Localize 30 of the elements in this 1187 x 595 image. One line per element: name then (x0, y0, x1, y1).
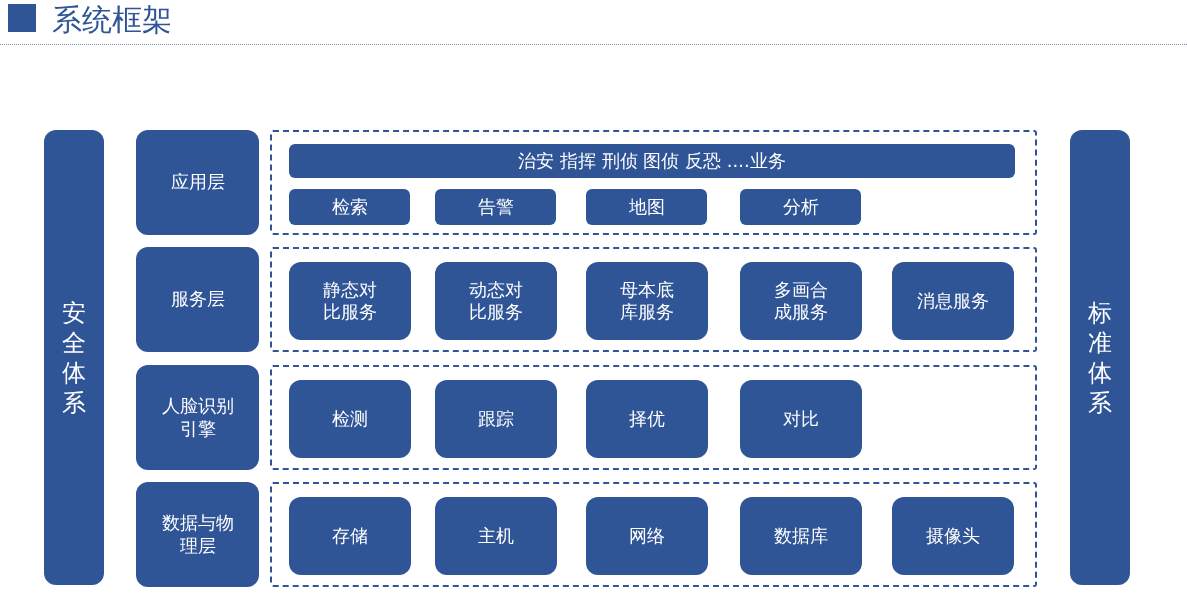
dashed-group-frame (270, 482, 1037, 587)
module-tile: 摄像头 (892, 497, 1014, 575)
module-tile: 检索 (289, 189, 410, 225)
module-tile: 对比 (740, 380, 862, 458)
module-tile: 分析 (740, 189, 861, 225)
dashed-group-frame (270, 365, 1037, 470)
layer-label: 服务层 (136, 247, 259, 352)
business-banner: 治安 指挥 刑侦 图侦 反恐 ....业务 (289, 144, 1015, 178)
dashed-group-frame (270, 130, 1037, 235)
module-tile: 母本底库服务 (586, 262, 708, 340)
layer-label: 数据与物理层 (136, 482, 259, 587)
layer-label: 应用层 (136, 130, 259, 235)
module-tile: 告警 (435, 189, 556, 225)
module-tile: 静态对比服务 (289, 262, 411, 340)
module-tile: 多画合成服务 (740, 262, 862, 340)
layer-label: 人脸识别引擎 (136, 365, 259, 470)
module-tile: 消息服务 (892, 262, 1014, 340)
title-text: 系统框架 (52, 1, 172, 39)
module-tile: 跟踪 (435, 380, 557, 458)
module-tile: 地图 (586, 189, 707, 225)
module-tile: 检测 (289, 380, 411, 458)
module-tile: 择优 (586, 380, 708, 458)
side-pillar: 标准体系 (1070, 130, 1130, 585)
module-tile: 数据库 (740, 497, 862, 575)
dashed-group-frame (270, 247, 1037, 352)
side-pillar: 安全体系 (44, 130, 104, 585)
module-tile: 网络 (586, 497, 708, 575)
module-tile: 动态对比服务 (435, 262, 557, 340)
module-tile: 主机 (435, 497, 557, 575)
module-tile: 存储 (289, 497, 411, 575)
